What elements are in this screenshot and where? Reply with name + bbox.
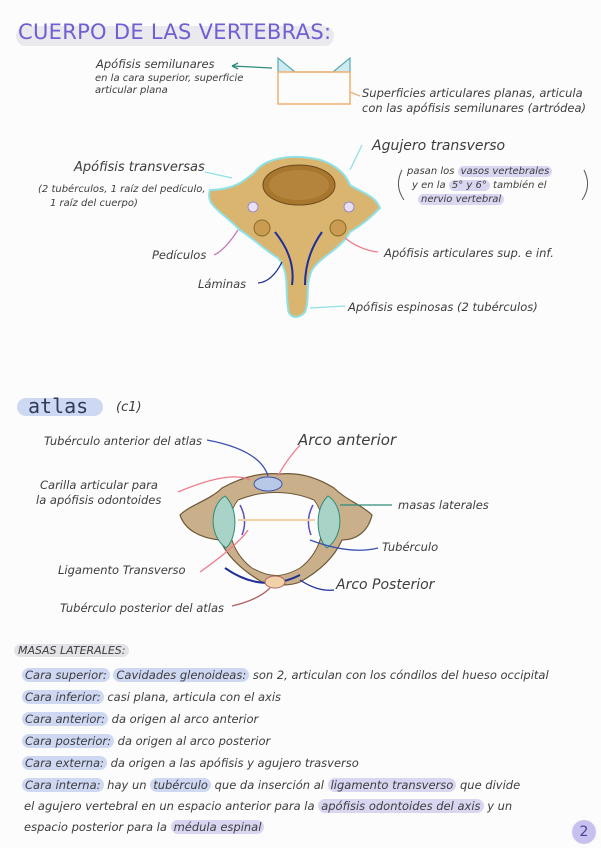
masas-line-4: Cara posterior: da origen al arco poster… [22, 734, 270, 749]
label-arco-posterior: Arco Posterior [336, 577, 434, 593]
masas-line-6: Cara interna: hay un tubérculo que da in… [22, 778, 520, 793]
label-carilla-2: la apófisis odontoides [36, 493, 161, 507]
page-number-badge: 2 [572, 820, 596, 844]
label-masas-laterales: masas laterales [398, 498, 489, 512]
masas-line-2: Cara inferior: casi plana, articula con … [22, 690, 281, 705]
label-tuberculo: Tubérculo [382, 540, 438, 554]
masas-line-3: Cara anterior: da origen al arco anterio… [22, 712, 258, 727]
label-arco-anterior: Arco anterior [298, 431, 396, 449]
label-ligamento: Ligamento Transverso [58, 563, 186, 577]
masas-line-7: el agujero vertebral en un espacio anter… [24, 799, 512, 814]
atlas-bone [180, 474, 372, 588]
label-tuberculo-anterior: Tubérculo anterior del atlas [44, 434, 202, 448]
label-tuberculo-posterior: Tubérculo posterior del atlas [60, 601, 224, 615]
masas-line-1: Cara superior: Cavidades glenoideas: son… [22, 668, 549, 683]
label-carilla-1: Carilla articular para [40, 478, 158, 492]
masas-line-8: espacio posterior para la médula espinal [24, 820, 264, 835]
masas-heading: MASAS LATERALES: [14, 644, 129, 657]
masas-line-5: Cara externa: da origen a las apófisis y… [22, 756, 359, 771]
